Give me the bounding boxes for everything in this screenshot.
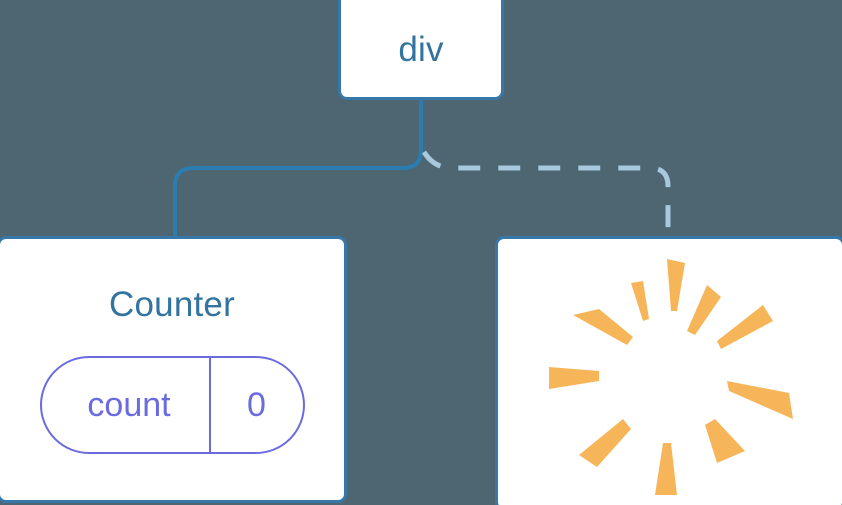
edge-div-to-rerender: [421, 150, 671, 238]
state-key: count: [87, 386, 171, 424]
state-value: 0: [208, 358, 303, 452]
node-counter-label: Counter: [109, 285, 235, 324]
node-counter[interactable]: Counter count 0: [0, 236, 347, 503]
edge-div-to-counter: [173, 98, 423, 239]
node-div[interactable]: div: [338, 0, 504, 100]
burst-icon: [549, 258, 793, 495]
burst-indicator: [535, 249, 805, 499]
node-rerender[interactable]: [495, 236, 842, 505]
node-div-label: div: [398, 29, 444, 69]
state-badge-count[interactable]: count 0: [39, 356, 305, 454]
